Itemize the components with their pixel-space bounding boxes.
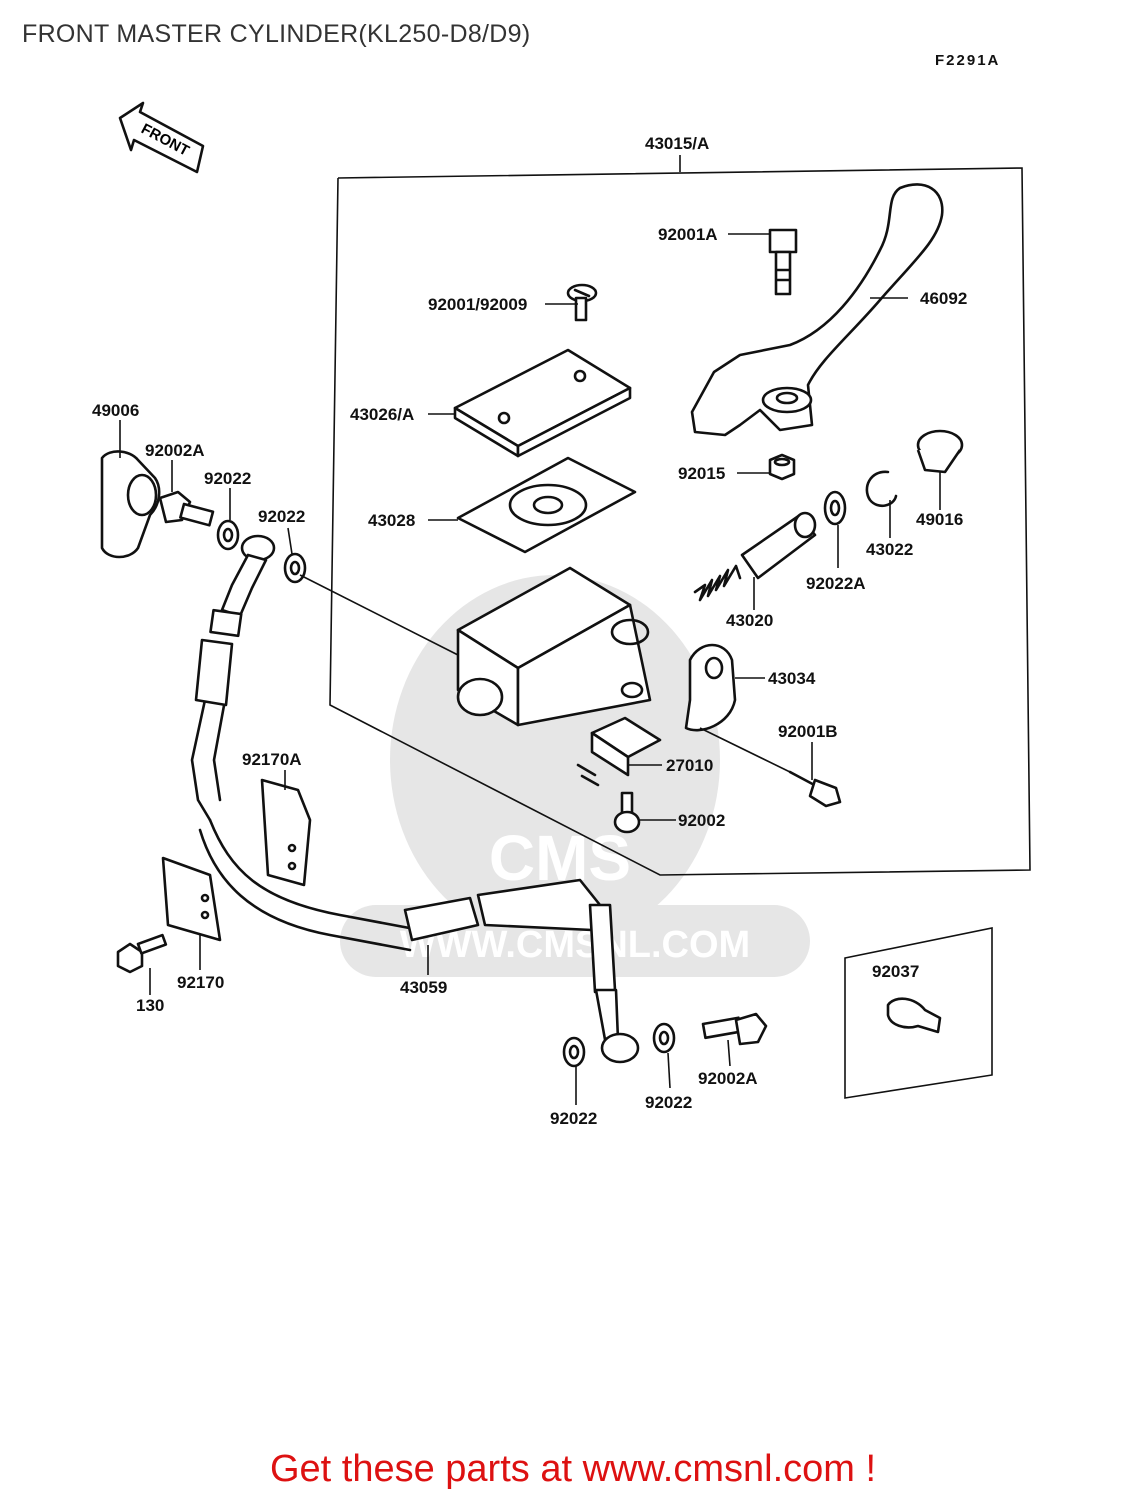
- label-92170a: 92170A: [242, 750, 302, 769]
- screw-92001-92009: [566, 283, 598, 322]
- switch-27010: [576, 716, 662, 787]
- brake-hose-43059: [190, 534, 640, 1064]
- diaphragm-43028: [456, 456, 637, 554]
- holder-43034: [684, 643, 737, 732]
- label-92022-c: 92022: [550, 1109, 597, 1128]
- cap-49006: [100, 450, 161, 559]
- label-92170: 92170: [177, 973, 224, 992]
- banjo-bolt-92002a-bottom: [701, 1012, 768, 1046]
- label-43028: 43028: [368, 511, 415, 530]
- label-43015: 43015/A: [645, 134, 709, 153]
- label-49016: 49016: [916, 510, 963, 529]
- label-43034: 43034: [768, 669, 816, 688]
- label-92002: 92002: [678, 811, 725, 830]
- label-92022-b: 92022: [258, 507, 305, 526]
- label-130: 130: [136, 996, 164, 1015]
- label-92001b: 92001B: [778, 722, 838, 741]
- bolt-130: [116, 933, 168, 974]
- label-49006: 49006: [92, 401, 139, 420]
- parts-diagram: WWW.CMSNL.COM CMS FRONT: [92, 101, 1031, 1128]
- label-92022-a: 92022: [204, 469, 251, 488]
- part-labels: 43015/A 92001A 46092 92001/92009 43026/A…: [92, 134, 967, 1128]
- label-43020: 43020: [726, 611, 773, 630]
- leader-lines: [119, 233, 941, 1105]
- inset-92037: [844, 927, 993, 1099]
- piston-43020: [693, 511, 817, 602]
- label-92001-92009: 92001/92009: [428, 295, 527, 314]
- label-92002a-bottom: 92002A: [698, 1069, 758, 1088]
- master-cylinder-body: [456, 566, 652, 727]
- nut-92015: [768, 453, 796, 481]
- label-92037: 92037: [872, 962, 919, 981]
- label-43022: 43022: [866, 540, 913, 559]
- label-46092: 46092: [920, 289, 967, 308]
- front-arrow-icon: FRONT: [118, 101, 205, 174]
- bolt-92001a: [768, 228, 798, 296]
- brake-lever-46092: [690, 183, 944, 437]
- label-92022-d: 92022: [645, 1093, 692, 1112]
- clamp-92170a: [260, 778, 312, 887]
- reservoir-cover-43026: [453, 348, 632, 458]
- clamp-92170: [161, 856, 222, 942]
- page-title: FRONT MASTER CYLINDER(KL250-D8/D9): [22, 20, 531, 48]
- label-92015: 92015: [678, 464, 725, 483]
- label-92001a: 92001A: [658, 225, 718, 244]
- assembly-outline: [329, 155, 1031, 876]
- screw-92002: [613, 791, 641, 834]
- label-92002a-left: 92002A: [145, 441, 205, 460]
- bolt-92001b: [788, 770, 842, 808]
- banjo-bolt-92002a-left: [158, 490, 215, 527]
- label-43026: 43026/A: [350, 405, 414, 424]
- dust-boot-49016: [916, 429, 964, 474]
- label-27010: 27010: [666, 756, 713, 775]
- label-43059: 43059: [400, 978, 447, 997]
- watermark-url: WWW.CMSNL.COM: [400, 924, 750, 966]
- footer-link[interactable]: Get these parts at www.cmsnl.com !: [269, 1448, 877, 1490]
- figure-code: F2291A: [935, 52, 1001, 69]
- washers-92022-bottom: [562, 1022, 676, 1068]
- washer-92022a: [823, 490, 847, 526]
- circlip-43022: [865, 470, 898, 508]
- label-92022a: 92022A: [806, 574, 866, 593]
